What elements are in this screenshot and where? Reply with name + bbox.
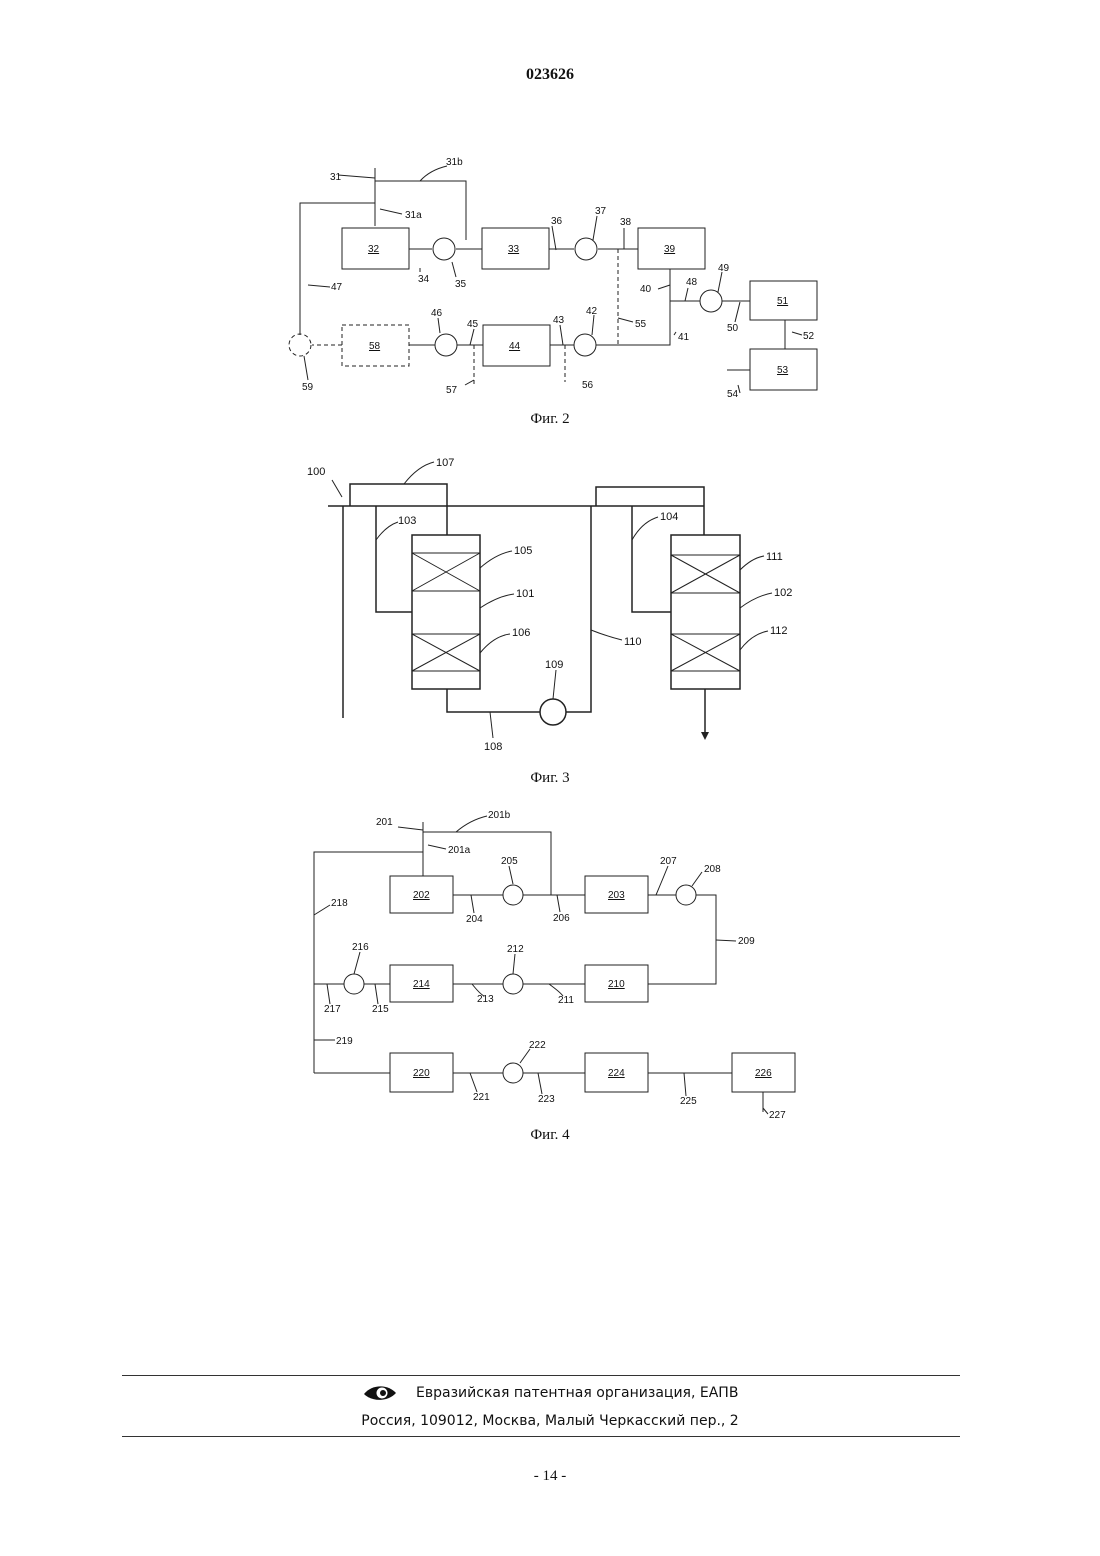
label-36: 36: [551, 216, 563, 227]
footer-org-line: Евразийская патентная организация, ЕАПВ: [0, 1383, 1100, 1403]
pump-49-icon: [700, 290, 722, 312]
label-53: 53: [777, 365, 789, 376]
label-210: 210: [608, 979, 625, 990]
label-111: 111: [766, 551, 783, 563]
figure-4-caption: Фиг. 4: [0, 1127, 1100, 1144]
label-221: 221: [473, 1092, 490, 1103]
label-107: 107: [436, 457, 454, 469]
label-45: 45: [467, 319, 479, 330]
pump-222-icon: [503, 1063, 523, 1083]
label-40: 40: [640, 284, 652, 295]
pump-109-icon: [540, 699, 566, 725]
label-216: 216: [352, 942, 369, 953]
label-103: 103: [398, 515, 416, 527]
label-32: 32: [368, 244, 380, 255]
label-102: 102: [774, 587, 792, 599]
label-35: 35: [455, 279, 467, 290]
label-205: 205: [501, 856, 518, 867]
label-59: 59: [302, 382, 314, 393]
label-110: 110: [624, 636, 642, 648]
label-225: 225: [680, 1096, 697, 1107]
label-209: 209: [738, 936, 755, 947]
label-218: 218: [331, 898, 348, 909]
label-31b: 31b: [446, 157, 463, 168]
label-222: 222: [529, 1040, 546, 1051]
label-44: 44: [509, 341, 521, 352]
label-203: 203: [608, 890, 625, 901]
label-214: 214: [413, 979, 430, 990]
label-108: 108: [484, 741, 502, 753]
label-204: 204: [466, 914, 483, 925]
label-31: 31: [330, 172, 342, 183]
label-208: 208: [704, 864, 721, 875]
label-31a: 31a: [405, 210, 422, 221]
page-number: - 14 -: [0, 1468, 1100, 1485]
label-46: 46: [431, 308, 443, 319]
label-106: 106: [512, 627, 530, 639]
label-219: 219: [336, 1036, 353, 1047]
footer-address: Россия, 109012, Москва, Малый Черкасский…: [0, 1413, 1100, 1429]
figure-2-diagram: 31 31b 31a 32 33 34 35 36 37 38 39 40 41…: [0, 150, 1100, 410]
label-220: 220: [413, 1068, 430, 1079]
figure-3-diagram: 100 107 103 104 105 101 106 111 102 112 …: [0, 450, 1100, 760]
label-52: 52: [803, 331, 815, 342]
footer-org-name: Евразийская патентная организация, ЕАПВ: [416, 1385, 738, 1401]
pump-42-icon: [574, 334, 596, 356]
pump-46-icon: [435, 334, 457, 356]
label-207: 207: [660, 856, 677, 867]
label-211: 211: [558, 995, 574, 1006]
label-202: 202: [413, 890, 430, 901]
label-224: 224: [608, 1068, 625, 1079]
label-226: 226: [755, 1068, 772, 1079]
label-201a: 201a: [448, 845, 471, 856]
footer-bottom-rule: [122, 1436, 960, 1437]
label-105: 105: [514, 545, 532, 557]
label-54: 54: [727, 389, 739, 400]
label-38: 38: [620, 217, 632, 228]
label-41: 41: [678, 332, 690, 343]
label-48: 48: [686, 277, 698, 288]
pump-212-icon: [503, 974, 523, 994]
pump-59-icon: [289, 334, 311, 356]
label-43: 43: [553, 315, 565, 326]
label-42: 42: [586, 306, 598, 317]
pump-35-icon: [433, 238, 455, 260]
label-34: 34: [418, 274, 430, 285]
label-37: 37: [595, 206, 607, 217]
label-212: 212: [507, 944, 524, 955]
footer-top-rule: [122, 1375, 960, 1376]
label-201b: 201b: [488, 810, 511, 821]
label-201: 201: [376, 817, 393, 828]
label-57: 57: [446, 385, 458, 396]
label-51: 51: [777, 296, 789, 307]
label-101: 101: [516, 588, 534, 600]
label-55: 55: [635, 319, 647, 330]
label-58: 58: [369, 341, 381, 352]
label-215: 215: [372, 1004, 389, 1015]
label-49: 49: [718, 263, 730, 274]
label-56: 56: [582, 380, 594, 391]
label-104: 104: [660, 511, 678, 523]
label-217: 217: [324, 1004, 341, 1015]
label-227: 227: [769, 1110, 786, 1121]
label-100: 100: [307, 466, 325, 478]
label-112: 112: [770, 625, 788, 637]
document-number: 023626: [0, 66, 1100, 84]
pump-37-icon: [575, 238, 597, 260]
label-206: 206: [553, 913, 570, 924]
label-223: 223: [538, 1094, 555, 1105]
pump-216-icon: [344, 974, 364, 994]
label-50: 50: [727, 323, 739, 334]
label-213: 213: [477, 994, 494, 1005]
pump-205-icon: [503, 885, 523, 905]
figure-2-caption: Фиг. 2: [0, 411, 1100, 428]
label-109: 109: [545, 659, 563, 671]
figure-3-caption: Фиг. 3: [0, 770, 1100, 787]
label-47: 47: [331, 282, 343, 293]
figure-4-diagram: 201 201b 201a 202 205 203 207 208 204 20…: [0, 810, 1100, 1130]
eapo-eye-logo-icon: [362, 1383, 398, 1403]
label-33: 33: [508, 244, 520, 255]
pump-208-icon: [676, 885, 696, 905]
label-39: 39: [664, 244, 676, 255]
